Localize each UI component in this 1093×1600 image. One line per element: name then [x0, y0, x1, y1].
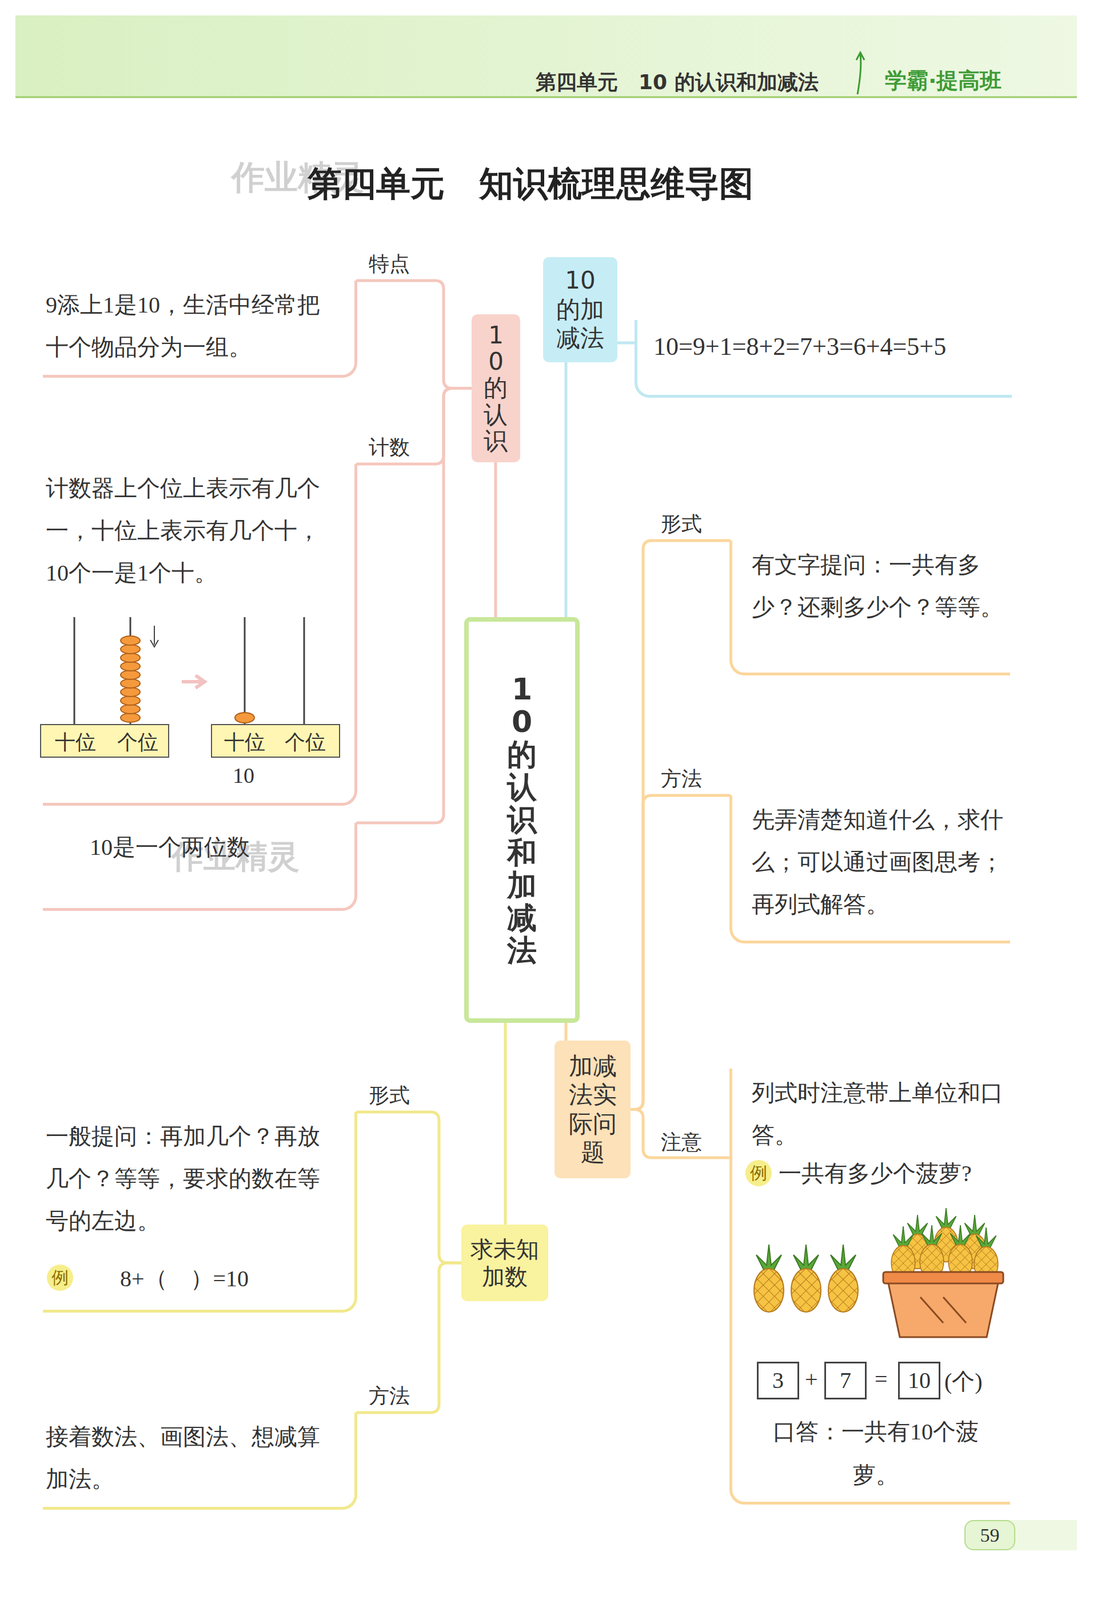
leaf-note: 形式有文字提问：一共有多少？还剩多少个？等等。: [729, 540, 1011, 676]
header-band: [15, 15, 1077, 98]
abacus: [40, 617, 340, 758]
operator: =: [874, 1366, 888, 1394]
branch-connector: [357, 1263, 462, 1414]
place-label: 十位: [54, 728, 97, 757]
note-text: 列式时注意带上单位和口答。: [732, 1068, 1011, 1161]
branch-heading: 方法: [368, 1384, 410, 1408]
branch-connector: [564, 1023, 568, 1041]
page-number: 59: [964, 1520, 1016, 1551]
answer-sentence: 口答：一共有10个菠萝。: [755, 1410, 996, 1498]
place-label: 个位: [284, 728, 326, 757]
central-topic: 10的认识和加减法: [464, 617, 580, 1024]
branch-connector: [357, 280, 472, 389]
abacus-value: 10: [232, 763, 255, 789]
leaf-note: 10是一个两位数: [42, 823, 358, 912]
unit-label: (个): [944, 1366, 983, 1398]
note-text: 9添上1是10，生活中经常把十个物品分为一组。: [42, 280, 355, 373]
branch-heading: 形式: [660, 512, 702, 536]
leaf-note: 方法先弄清楚知道什么，求什么；可以通过画图思考；再列式解答。: [729, 795, 1011, 944]
note-text: 10是一个两位数: [42, 823, 355, 873]
answer-box: 10: [898, 1362, 941, 1400]
note-text: 接着数法、画图法、想减算加法。: [42, 1413, 355, 1505]
place-label: 个位: [117, 728, 159, 757]
note-text: 一般提问：再加几个？再放几个？等等，要求的数在等号的左边。: [42, 1112, 355, 1247]
branch-box: 10的认识: [471, 314, 521, 463]
branch-connector: [630, 540, 730, 1111]
operator: +: [804, 1366, 819, 1394]
place-label: 十位: [224, 728, 266, 757]
node-label: 10的加减法: [553, 266, 607, 353]
brand-text: 学霸·提高班: [884, 66, 1002, 96]
node-label: 求未知加数: [469, 1235, 541, 1291]
example-badge: 例: [745, 1160, 772, 1187]
branch-connector: [617, 341, 635, 345]
node-label: 10的认识: [481, 322, 510, 455]
leaf-note: 方法接着数法、画图法、想减算加法。: [42, 1413, 358, 1511]
example-badge: 例: [46, 1265, 74, 1292]
branch-heading: 特点: [368, 252, 410, 276]
leaf-note: 形式一般提问：再加几个？再放几个？等等，要求的数在等号的左边。: [42, 1112, 358, 1314]
branch-connector: [630, 1110, 730, 1159]
leaf-note: 计数计数器上个位上表示有几个一，十位上表示有几个十，10个一是1个十。: [42, 464, 358, 807]
branch-heading: 注意: [660, 1130, 702, 1155]
note-text: 10=9+1=8+2=7+3=6+4=5+5: [637, 320, 1012, 374]
example-equation: 8+（ ）=10: [120, 1263, 249, 1295]
answer-box: 3: [756, 1362, 800, 1400]
note-text: 先弄清楚知道什么，求什么；可以通过画图思考；再列式解答。: [732, 795, 1011, 930]
branch-heading: 形式: [368, 1083, 410, 1108]
branch-connector: [630, 795, 730, 1111]
node-label: 10的认识和加减法: [504, 673, 540, 968]
pineapples: [754, 1208, 1004, 1338]
note-text: 有文字提问：一共有多少？还剩多少个？等等。: [732, 540, 1011, 633]
branch-box: 求未知加数: [461, 1225, 549, 1302]
branch-heading: 计数: [368, 435, 410, 460]
branch-connector: [357, 388, 472, 824]
branch-connector: [357, 1112, 462, 1264]
branch-box: 10的加减法: [543, 257, 618, 363]
branch-connector: [564, 362, 568, 618]
leaf-note: 10=9+1=8+2=7+3=6+4=5+5: [634, 320, 1012, 398]
answer-box: 7: [824, 1362, 867, 1400]
node-label: 加减法实际问题: [567, 1052, 618, 1168]
branch-connector: [357, 388, 472, 465]
branch-connector: [494, 462, 498, 618]
header-text: 第四单元 10 的认识和加减法: [535, 68, 819, 97]
page-title: 第四单元 知识梳理思维导图: [307, 161, 754, 208]
example-question: 一共有多少个菠萝?: [778, 1158, 972, 1190]
branch-heading: 方法: [660, 767, 702, 791]
leaf-note: 注意列式时注意带上单位和口答。: [729, 1068, 1011, 1506]
note-text: 计数器上个位上表示有几个一，十位上表示有几个十，10个一是1个十。: [42, 464, 355, 598]
leaf-note: 特点9添上1是10，生活中经常把十个物品分为一组。: [42, 280, 358, 378]
branch-connector: [504, 1023, 508, 1226]
branch-box: 加减法实际问题: [554, 1040, 631, 1179]
